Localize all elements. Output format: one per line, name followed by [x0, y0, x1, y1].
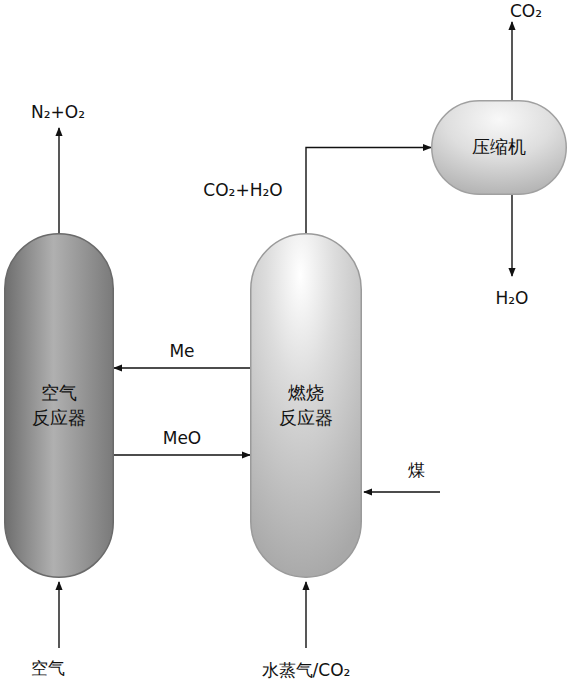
exhaust-arrow: [58, 128, 59, 233]
air-label: 空气: [29, 658, 67, 678]
node-title: 燃烧 反应器: [275, 381, 336, 430]
fuel-reactor: 燃烧 反应器: [250, 233, 362, 578]
air-inlet-arrow: [58, 582, 59, 648]
coal-label: 煤: [406, 460, 427, 480]
steam-inlet-arrow: [305, 582, 306, 648]
capsule-body: [251, 234, 362, 578]
coal-inlet-arrow: [364, 491, 440, 492]
capsule-outline: [4, 233, 114, 578]
node-title: 空气 反应器: [28, 381, 89, 430]
edge-label: CO₂+H₂O: [201, 180, 284, 200]
compressor: 压缩机: [431, 100, 567, 195]
air-reactor: 空气 反应器: [4, 233, 114, 578]
capsule-outline: [250, 233, 362, 578]
capsule-body: [432, 101, 567, 195]
edge-label: Me: [167, 341, 196, 361]
exhaust-label: N₂+O₂: [29, 102, 87, 122]
co2-label: CO₂: [508, 1, 544, 21]
meo-connector: [114, 454, 250, 455]
capsule-body: [5, 234, 114, 578]
co2-outlet-arrow: [511, 22, 512, 100]
water-outlet-arrow: [511, 195, 512, 276]
steam-label: 水蒸气/CO₂: [260, 660, 353, 680]
flue-gas-connector: [306, 148, 431, 234]
node-title: 压缩机: [472, 135, 526, 159]
water-label: H₂O: [494, 288, 531, 308]
me-connector: [114, 367, 250, 368]
edge-label: MeO: [161, 428, 204, 448]
